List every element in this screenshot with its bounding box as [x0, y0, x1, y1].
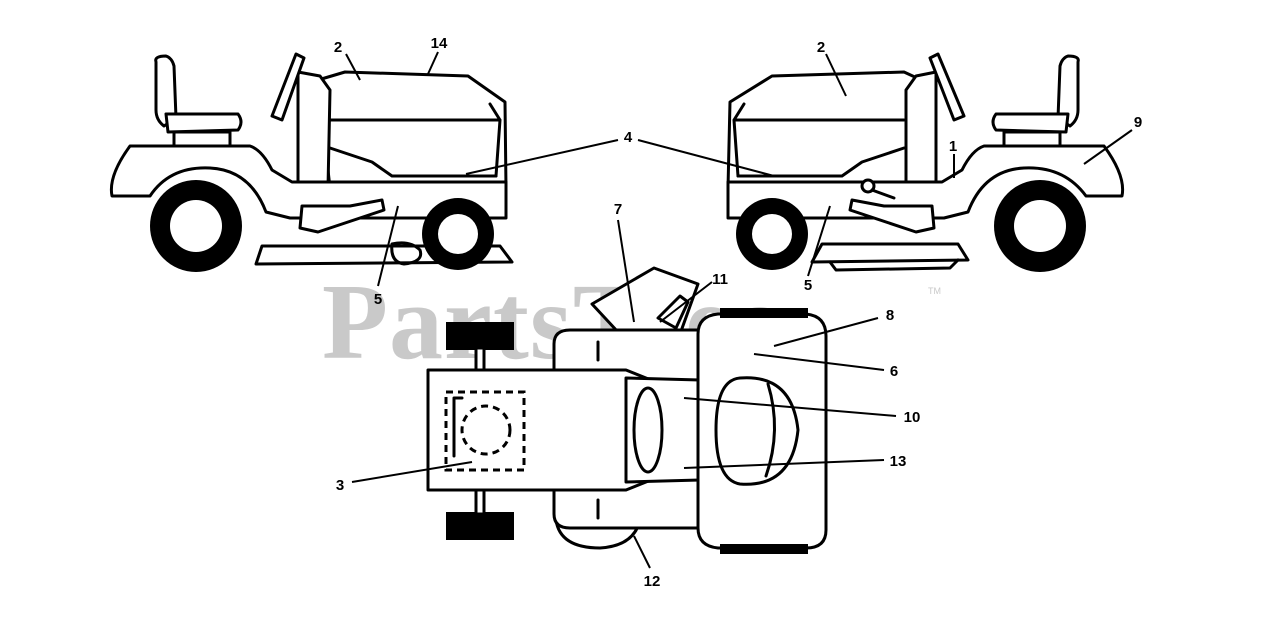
right-fender-body: [726, 144, 1125, 220]
left-steering-wheel: [270, 52, 306, 122]
left-rear-hub: [170, 200, 222, 252]
left-dash-tower: [296, 70, 332, 190]
right-rear-hub: [1014, 200, 1066, 252]
leader-4-left: [465, 139, 619, 175]
top-seat: [714, 376, 800, 486]
top-front-left-wheel: [446, 322, 514, 350]
leader-left-2: [345, 53, 361, 81]
leader-3: [351, 461, 473, 483]
leader-left-5: [377, 205, 399, 287]
top-steering-wheel: [632, 386, 664, 474]
callout-right-9: 9: [1134, 114, 1142, 131]
right-deck-discharge: [828, 258, 960, 272]
left-seat-bottom: [164, 112, 243, 134]
left-side-view-tractor: [109, 52, 514, 272]
left-fender-body: [109, 144, 508, 220]
callout-right-1: 1: [949, 138, 957, 155]
callout-8: 8: [886, 307, 894, 324]
leader-right-2: [825, 53, 847, 97]
left-deck-chute: [390, 241, 423, 266]
top-front-axle-lower: [474, 488, 486, 516]
callout-left-2: 2: [334, 39, 342, 56]
right-control-lever: [870, 188, 896, 200]
right-dash-tower: [904, 70, 938, 190]
watermark-trademark: TM: [928, 286, 941, 296]
leader-7: [617, 219, 635, 323]
leader-12: [633, 535, 651, 569]
left-hood-panel-line: [328, 146, 498, 178]
right-hood-panel-line: [736, 146, 906, 178]
callout-7: 7: [614, 201, 622, 218]
top-rear-right-tire: [720, 544, 808, 554]
right-seat-bottom: [991, 112, 1070, 134]
leader-left-14: [427, 51, 439, 75]
leader-right-9: [1083, 129, 1133, 165]
callout-right-5: 5: [804, 277, 812, 294]
callout-4: 4: [624, 129, 633, 146]
left-hood-grille-line: [328, 102, 502, 178]
leader-10: [683, 397, 897, 417]
top-seat-back: [764, 382, 776, 478]
callout-11: 11: [712, 271, 728, 288]
top-hood-dash-corner: [452, 396, 464, 458]
callout-3: 3: [336, 477, 344, 494]
top-hood-decal-outer: [444, 390, 526, 472]
callout-left-5: 5: [374, 291, 382, 308]
left-footrest: [298, 198, 386, 234]
leader-6: [753, 353, 885, 371]
leader-11: [659, 281, 713, 323]
callout-13: 13: [890, 453, 907, 470]
leader-4-right: [637, 139, 775, 177]
left-front-hub: [438, 214, 478, 254]
right-seat-base: [1002, 130, 1062, 148]
callout-labels: 2 14 4 5 2 1 9 5 7 11 8 6 10 13 3 12: [334, 35, 1142, 590]
leader-lines: [345, 51, 1133, 569]
right-mower-deck: [810, 242, 970, 264]
right-hood-grille-line: [732, 102, 906, 178]
left-seat-base: [172, 130, 232, 148]
leader-8: [773, 317, 879, 347]
right-steering-wheel: [928, 52, 966, 122]
leader-right-5: [807, 205, 831, 277]
top-front-right-wheel: [446, 512, 514, 540]
right-footrest: [848, 198, 936, 234]
callout-6: 6: [890, 363, 898, 380]
left-seat-back: [154, 54, 178, 128]
top-front-axle-upper: [474, 346, 486, 372]
top-hood-decal-inner: [460, 404, 512, 456]
right-front-hub: [752, 214, 792, 254]
callout-right-2: 2: [817, 39, 825, 56]
right-hood: [726, 70, 932, 190]
top-view-tractor: [426, 266, 828, 554]
callout-left-14: 14: [431, 35, 448, 52]
leader-13: [683, 459, 885, 469]
callout-10: 10: [904, 409, 921, 426]
right-seat-back: [1056, 54, 1080, 128]
callout-12: 12: [644, 573, 661, 590]
right-side-view-tractor: [726, 52, 1125, 272]
top-rear-left-tire: [720, 308, 808, 318]
